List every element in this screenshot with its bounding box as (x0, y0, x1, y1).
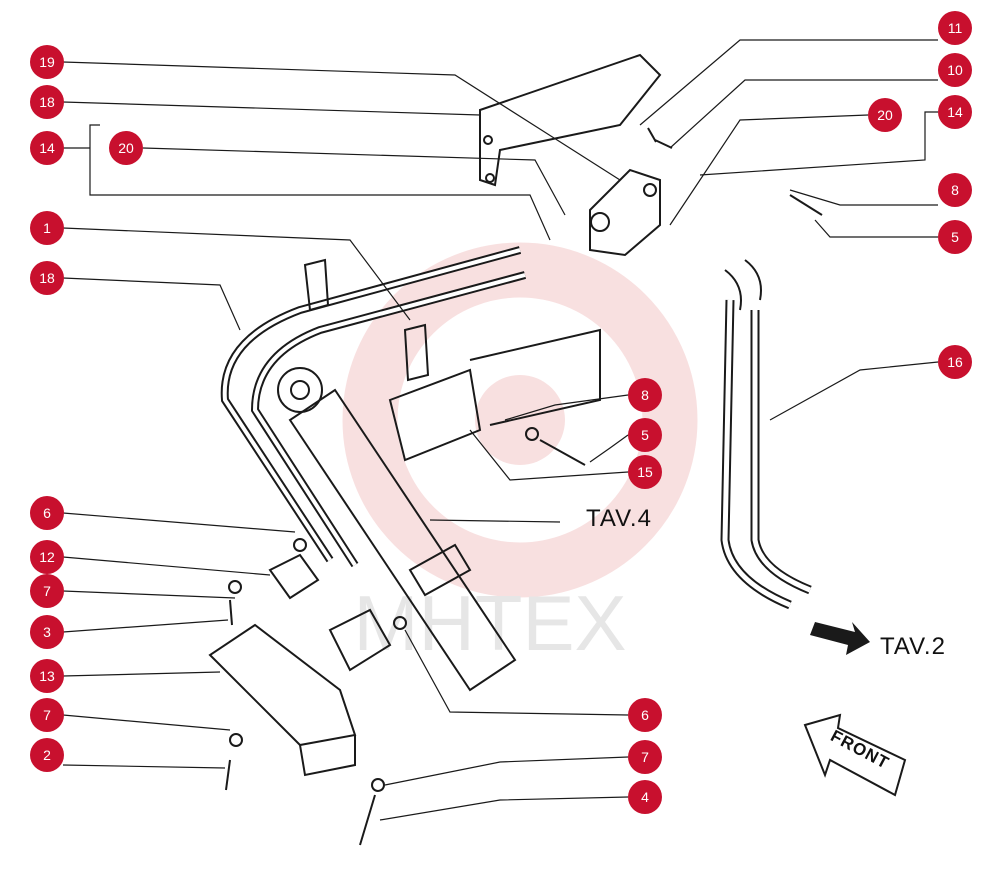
callout-8-mid: 8 (628, 378, 662, 412)
callout-18-top: 18 (30, 85, 64, 119)
callout-12: 12 (30, 540, 64, 574)
pivot-hole-2 (643, 183, 657, 197)
callout-3: 3 (30, 615, 64, 649)
hose-top-bend (724, 259, 762, 311)
hose-long-a-core (222, 248, 521, 562)
bracket-hole-a (483, 135, 493, 145)
callout-6-left: 6 (30, 496, 64, 530)
tav2-reference: TAV.2 (880, 633, 946, 660)
callout-1: 1 (30, 211, 64, 245)
callout-6-right: 6 (628, 698, 662, 732)
pivot-block (589, 168, 661, 257)
callout-14-left: 14 (30, 131, 64, 165)
washer-a (525, 427, 539, 441)
callout-20-right: 20 (868, 98, 902, 132)
washer-d (229, 733, 243, 747)
callout-16: 16 (938, 345, 972, 379)
washer-e (293, 538, 307, 552)
tav2-arrow-icon (810, 622, 870, 655)
bolt-top (647, 127, 673, 149)
cylinder-collar (408, 543, 472, 597)
frame-channel (388, 368, 482, 462)
bolt-mid (539, 439, 586, 466)
hose-right-a-core (722, 299, 791, 608)
cylinder-eye-inner (290, 380, 310, 400)
callout-15: 15 (628, 455, 662, 489)
bracket-hole-b (485, 173, 495, 183)
callout-7-right: 7 (628, 740, 662, 774)
bolt-long (359, 794, 376, 846)
callout-13: 13 (30, 659, 64, 693)
hose-long-b-core (252, 273, 526, 567)
callout-20-left: 20 (109, 131, 143, 165)
upper-bracket (479, 53, 662, 187)
callout-4: 4 (628, 780, 662, 814)
callout-11: 11 (938, 11, 972, 45)
bolt-right (789, 194, 823, 216)
clamp-block (403, 323, 430, 382)
pivot-hole (590, 212, 610, 232)
washer-b (393, 616, 407, 630)
small-clip (303, 258, 330, 312)
hose-right-b (750, 310, 812, 595)
flange-block-left (268, 553, 320, 600)
leader-lines (62, 39, 939, 821)
callout-7-upper: 7 (30, 574, 64, 608)
callout-2: 2 (30, 738, 64, 772)
callout-7-lower: 7 (30, 698, 64, 732)
frame-beam (469, 328, 601, 426)
callout-19: 19 (30, 45, 64, 79)
callout-10: 10 (938, 53, 972, 87)
bolt-bottom (225, 759, 231, 791)
lower-guard (208, 623, 357, 747)
tav4-reference: TAV.4 (586, 505, 652, 532)
hose-right-b-core (752, 310, 811, 593)
callout-5-right: 5 (938, 220, 972, 254)
washer-f (228, 580, 242, 594)
flange-block-right (328, 608, 392, 672)
bolt-left (229, 599, 233, 626)
callout-5-mid: 5 (628, 418, 662, 452)
cylinder-eye (277, 367, 323, 413)
callout-8-right: 8 (938, 173, 972, 207)
front-arrow-icon (803, 713, 907, 797)
callout-14-right: 14 (938, 95, 972, 129)
lower-guard-lip (299, 735, 356, 777)
callout-18-mid: 18 (30, 261, 64, 295)
washer-c (371, 778, 385, 792)
